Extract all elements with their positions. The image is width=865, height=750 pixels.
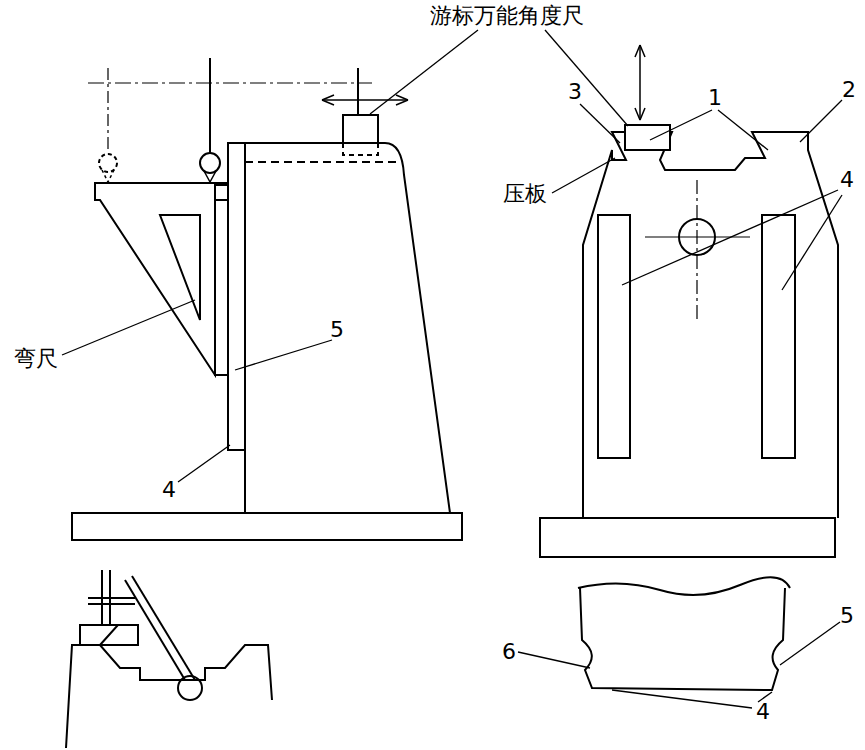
arrow-heads: [635, 45, 645, 120]
callout-number: 4: [840, 168, 854, 192]
dial-indicator: [200, 153, 220, 173]
callout-number: 6: [502, 640, 516, 664]
callout-number: 2: [842, 78, 856, 102]
gauge-stem: [357, 68, 359, 115]
indicator-stem: [209, 58, 211, 153]
slot: [762, 215, 795, 458]
gauge-blade: [125, 580, 185, 680]
gauge-blade: [132, 576, 195, 680]
base-plate: [72, 513, 462, 540]
test-roller: [178, 676, 202, 700]
callout-number: 1: [708, 86, 722, 110]
center-line: [696, 180, 697, 320]
gauge-block: [80, 625, 138, 645]
indicator-ghost: [99, 154, 117, 172]
move-arrow: [639, 45, 641, 120]
break-line: [578, 577, 790, 595]
column-outline: [245, 143, 450, 513]
indicator-tip: [204, 171, 216, 182]
arrow-heads: [322, 95, 408, 105]
angle-gauge: [343, 115, 378, 143]
base-plate: [540, 518, 835, 557]
slot: [598, 215, 630, 458]
dovetail: [80, 625, 118, 645]
angle-gauge: [625, 125, 670, 150]
move-arrow: [322, 99, 408, 101]
center-line: [88, 82, 372, 83]
part-name: 弯尺: [14, 347, 58, 371]
gauge-arm: [88, 603, 135, 605]
hidden-line: [245, 161, 398, 163]
leader-lines: [62, 30, 842, 708]
callout-number: 5: [840, 604, 854, 628]
square-ruler: [95, 183, 228, 375]
gauge-arm: [88, 597, 135, 599]
column-front: [583, 132, 838, 518]
part-name: 压板: [503, 182, 547, 206]
indicator-ghost-tip: [102, 170, 114, 182]
center-line: [107, 68, 108, 150]
callout-number: 4: [756, 700, 770, 724]
guide-face: [215, 185, 228, 375]
base-section: [66, 645, 272, 748]
instrument-name: 游标万能角度尺: [430, 4, 584, 28]
guide-rail: [228, 143, 245, 450]
gauge-hidden: [343, 143, 378, 155]
callout-number: 4: [162, 478, 176, 502]
slide-section: [580, 588, 785, 690]
square-cutout: [160, 215, 200, 320]
callout-number: 3: [568, 80, 582, 104]
callout-number: 5: [330, 318, 344, 342]
